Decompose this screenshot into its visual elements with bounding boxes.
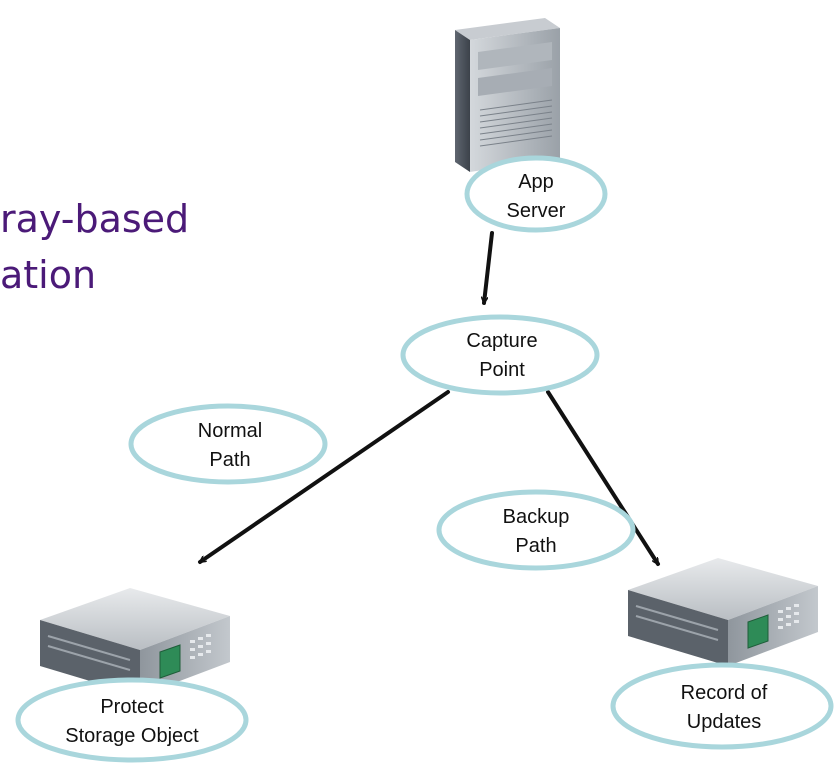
capture-point-ellipse xyxy=(400,314,600,396)
record-updates-label-line-1: Record of xyxy=(681,682,768,704)
arrow-server-to-capture xyxy=(484,231,494,305)
app-server-label-line-2: Server xyxy=(507,200,566,222)
tower-server-icon xyxy=(455,18,560,172)
record-updates-label-line-2: Updates xyxy=(687,711,762,733)
normal-path-ellipse xyxy=(128,403,328,485)
capture-point-label-line-1: Capture xyxy=(466,330,537,352)
capture-point-label-line-2: Point xyxy=(479,359,525,381)
backup-path-label-line-1: Backup xyxy=(503,506,570,528)
arrow-capture-to-record-updates xyxy=(546,390,660,566)
slide-title-line-2: ation xyxy=(0,253,97,297)
protect-storage-ellipse xyxy=(15,677,249,763)
record-updates-ellipse xyxy=(610,662,834,750)
storage-array-icon xyxy=(40,588,230,696)
app-server-label-line-1: App xyxy=(518,171,554,193)
backup-path-ellipse xyxy=(436,489,636,571)
storage-array-icon xyxy=(628,558,818,666)
app-server-ellipse xyxy=(464,155,608,233)
arrow-capture-to-protect-storage xyxy=(198,390,450,564)
backup-path-label-line-2: Path xyxy=(515,535,556,557)
normal-path-label-line-1: Normal xyxy=(198,420,262,442)
normal-path-label-line-2: Path xyxy=(209,449,250,471)
slide-title-line-1: ray-based xyxy=(0,197,190,241)
protect-storage-label-line-1: Protect xyxy=(100,696,164,718)
protect-storage-label-line-2: Storage Object xyxy=(65,725,199,747)
